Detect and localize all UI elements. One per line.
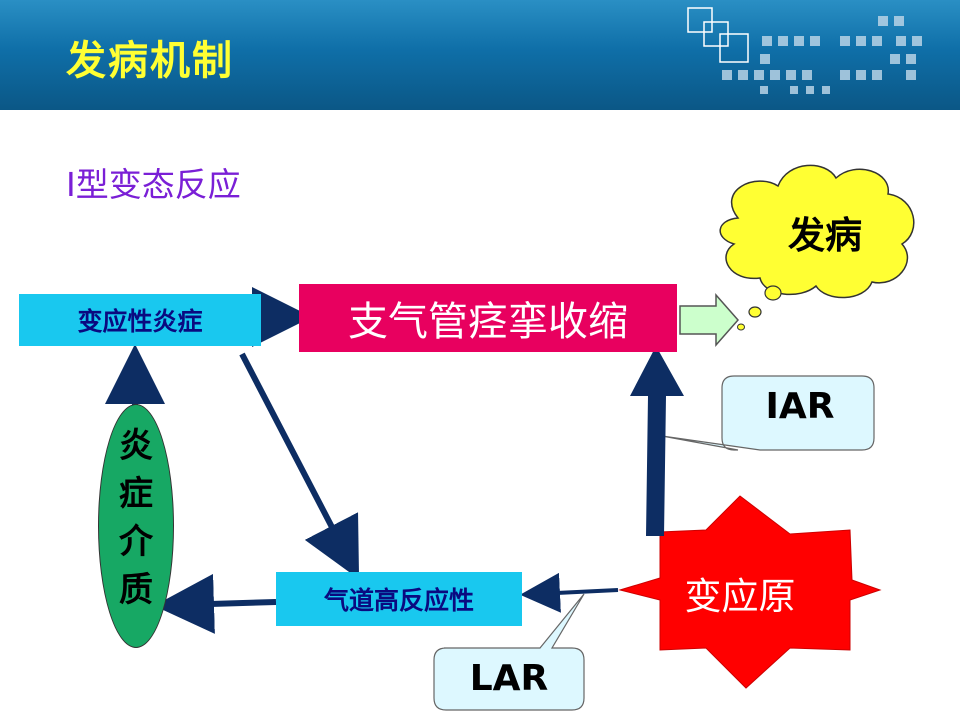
onset-label: 发病 [788, 214, 862, 257]
iar-callout [661, 375, 875, 451]
header-decoration [687, 7, 922, 94]
mediator-char: 症 [119, 474, 153, 514]
mediator-char: 炎 [119, 426, 153, 466]
page-title: 发病机制 [66, 38, 234, 84]
arrow-allergen-to-hyperresponsiveness [520, 572, 619, 613]
airway-hyperresponsiveness-box: 气道高反应性 [276, 572, 522, 626]
mediator-char: 质 [119, 570, 153, 610]
lar-callout [433, 593, 585, 711]
block-arrow-to-onset [679, 293, 739, 347]
allergen-star [618, 495, 882, 689]
onset-cloud [719, 164, 915, 331]
arrow-hyperresponsiveness-to-mediator [154, 573, 277, 634]
allergen-label: 变应原 [684, 575, 796, 618]
bronchospasm-box: 支气管痉挛收缩 [299, 284, 677, 352]
iar-label: IAR [765, 386, 835, 427]
lar-label: LAR [469, 658, 549, 699]
mediator-char: 介 [119, 522, 153, 562]
arrow-allergen-to-spasm [630, 346, 684, 536]
allergic-inflammation-box: 变应性炎症 [19, 294, 261, 346]
arrow-inflammation-to-hyperresponsiveness [239, 352, 360, 580]
inflammatory-mediator-ellipse [98, 404, 174, 648]
inflammatory-mediator-label: 炎 症 介 质 [98, 422, 174, 614]
header-bar [0, 0, 960, 110]
diagram-subtitle: Ⅰ型变态反应 [66, 165, 241, 204]
